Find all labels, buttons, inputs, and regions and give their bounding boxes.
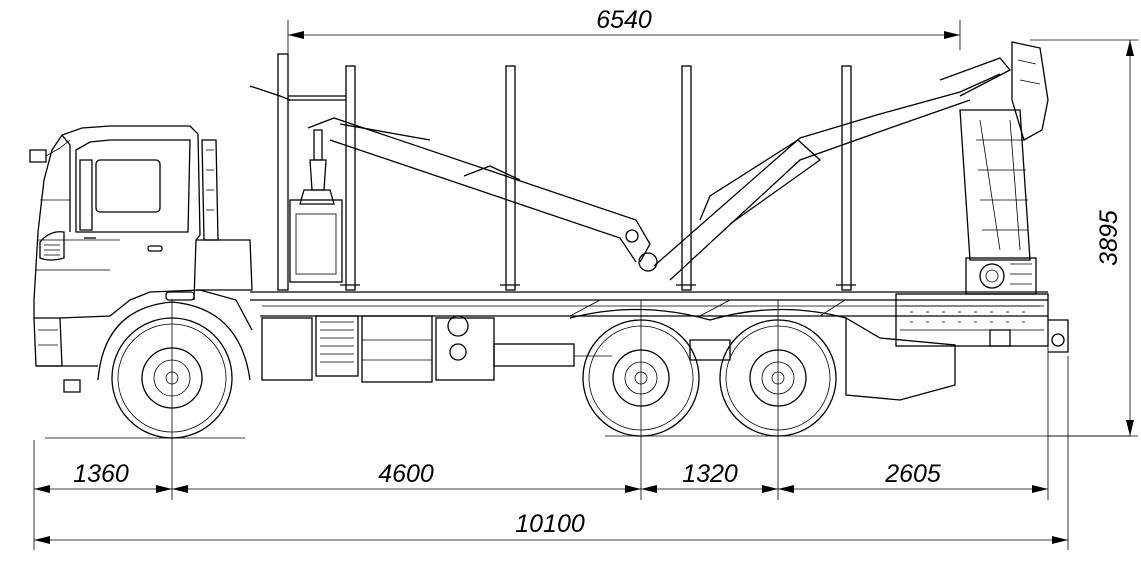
chassis-frame: [250, 291, 1048, 383]
dimension-body-length: 6540: [287, 6, 961, 54]
dimension-axle-row: 1360 4600 1320 2605: [33, 300, 1069, 550]
dim-label-rear-overhang: 2605: [884, 460, 941, 488]
dim-label-body-length: 6540: [596, 6, 652, 34]
cab: [29, 125, 253, 393]
battery-box: [315, 315, 359, 377]
mirror: [29, 149, 47, 163]
grapple: [289, 129, 343, 283]
front-bumper: [33, 317, 63, 367]
cab-window: [95, 159, 161, 213]
dimensions: 6540 3895 1360: [33, 6, 1138, 550]
dim-label-overall-length: 10100: [515, 510, 585, 538]
crane-base: [965, 257, 1037, 295]
dim-label-front-overhang: 1360: [73, 460, 129, 488]
rear-mudguard: [845, 316, 956, 401]
dim-label-rear-axle-spacing: 1320: [682, 460, 738, 488]
stanchions: [249, 53, 856, 291]
dimension-overall-height: 3895: [1030, 39, 1138, 437]
fuel-tank: [261, 317, 313, 381]
dimension-overall-length: 10100: [34, 510, 1068, 544]
loader-crane: [307, 41, 1049, 295]
rear-frame: [895, 293, 1069, 353]
headboard-post: [277, 53, 289, 291]
front-wheel: [97, 301, 251, 439]
dim-label-overall-height: 3895: [1095, 210, 1123, 266]
crane-column: [959, 109, 1031, 261]
dim-label-wheelbase: 4600: [378, 460, 434, 488]
timber-truck: [29, 41, 1130, 439]
